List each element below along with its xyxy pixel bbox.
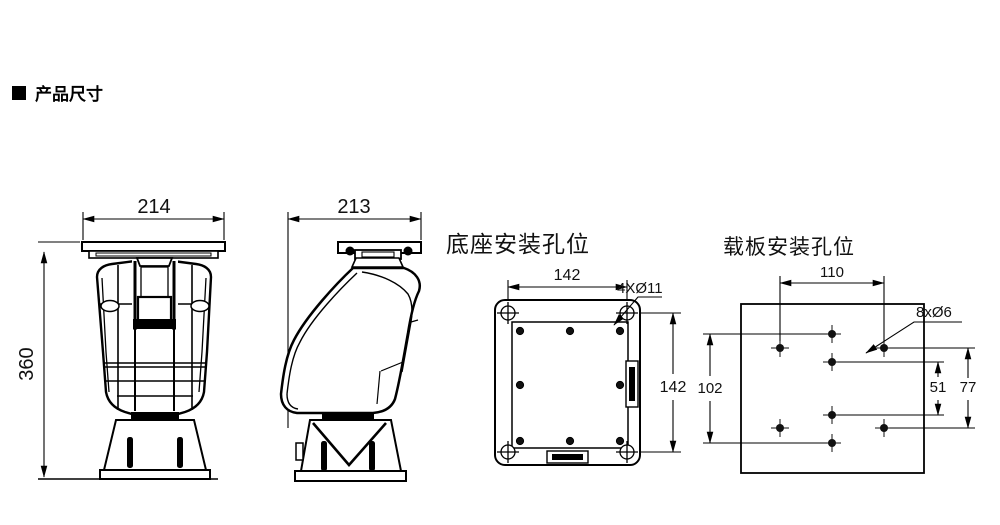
front-view-drawing: 214 360 xyxy=(16,196,226,480)
side-view-drawing: 213 xyxy=(279,196,422,482)
side-depth-value: 213 xyxy=(337,196,370,218)
carrier-inner-value: 51 xyxy=(930,379,947,396)
carrier-holes-callout: 8xØ6 xyxy=(865,304,962,354)
carrier-side-dimension: 77 xyxy=(890,347,977,429)
side-body xyxy=(279,266,421,415)
base-width-dimension: 142 xyxy=(507,267,628,304)
section-title: 产品尺寸 xyxy=(12,80,103,105)
front-width-value: 214 xyxy=(137,196,170,218)
base-plate-drawing: 底座安装孔位 142 xyxy=(446,232,687,466)
base-holes-callout: 4XØ11 xyxy=(613,280,663,326)
section-title-text: 产品尺寸 xyxy=(35,85,103,104)
base-plate-body xyxy=(494,299,641,466)
front-width-dimension: 214 xyxy=(82,196,225,240)
carrier-plate-body xyxy=(740,303,925,474)
base-plate-label: 底座安装孔位 xyxy=(446,232,590,258)
carrier-top-value: 110 xyxy=(820,264,844,281)
carrier-side-value: 77 xyxy=(960,379,977,396)
side-top-plate xyxy=(337,241,422,268)
carrier-inner-dimension: 51 xyxy=(838,361,947,416)
front-height-dimension: 360 xyxy=(16,241,80,478)
base-width-value: 142 xyxy=(554,267,581,284)
carrier-left-value: 102 xyxy=(697,380,722,397)
front-yoke-bracket xyxy=(132,257,178,411)
carrier-plate-label: 载板安装孔位 xyxy=(723,236,855,259)
base-holes-label: 4XØ11 xyxy=(617,280,663,297)
front-pedestal xyxy=(38,412,218,480)
base-height-value: 142 xyxy=(660,379,687,396)
carrier-holes-label: 8xØ6 xyxy=(916,304,952,321)
carrier-top-dimension: 110 xyxy=(779,264,885,341)
front-height-value: 360 xyxy=(16,347,38,380)
title-bullet-square xyxy=(12,85,26,100)
side-pedestal xyxy=(294,412,407,482)
front-body-cage xyxy=(95,259,213,416)
base-height-dimension: 142 xyxy=(641,312,687,453)
carrier-left-dimension: 102 xyxy=(697,333,827,444)
carrier-plate-drawing: 载板安装孔位 110 102 xyxy=(697,236,977,474)
front-top-plate xyxy=(81,241,226,259)
